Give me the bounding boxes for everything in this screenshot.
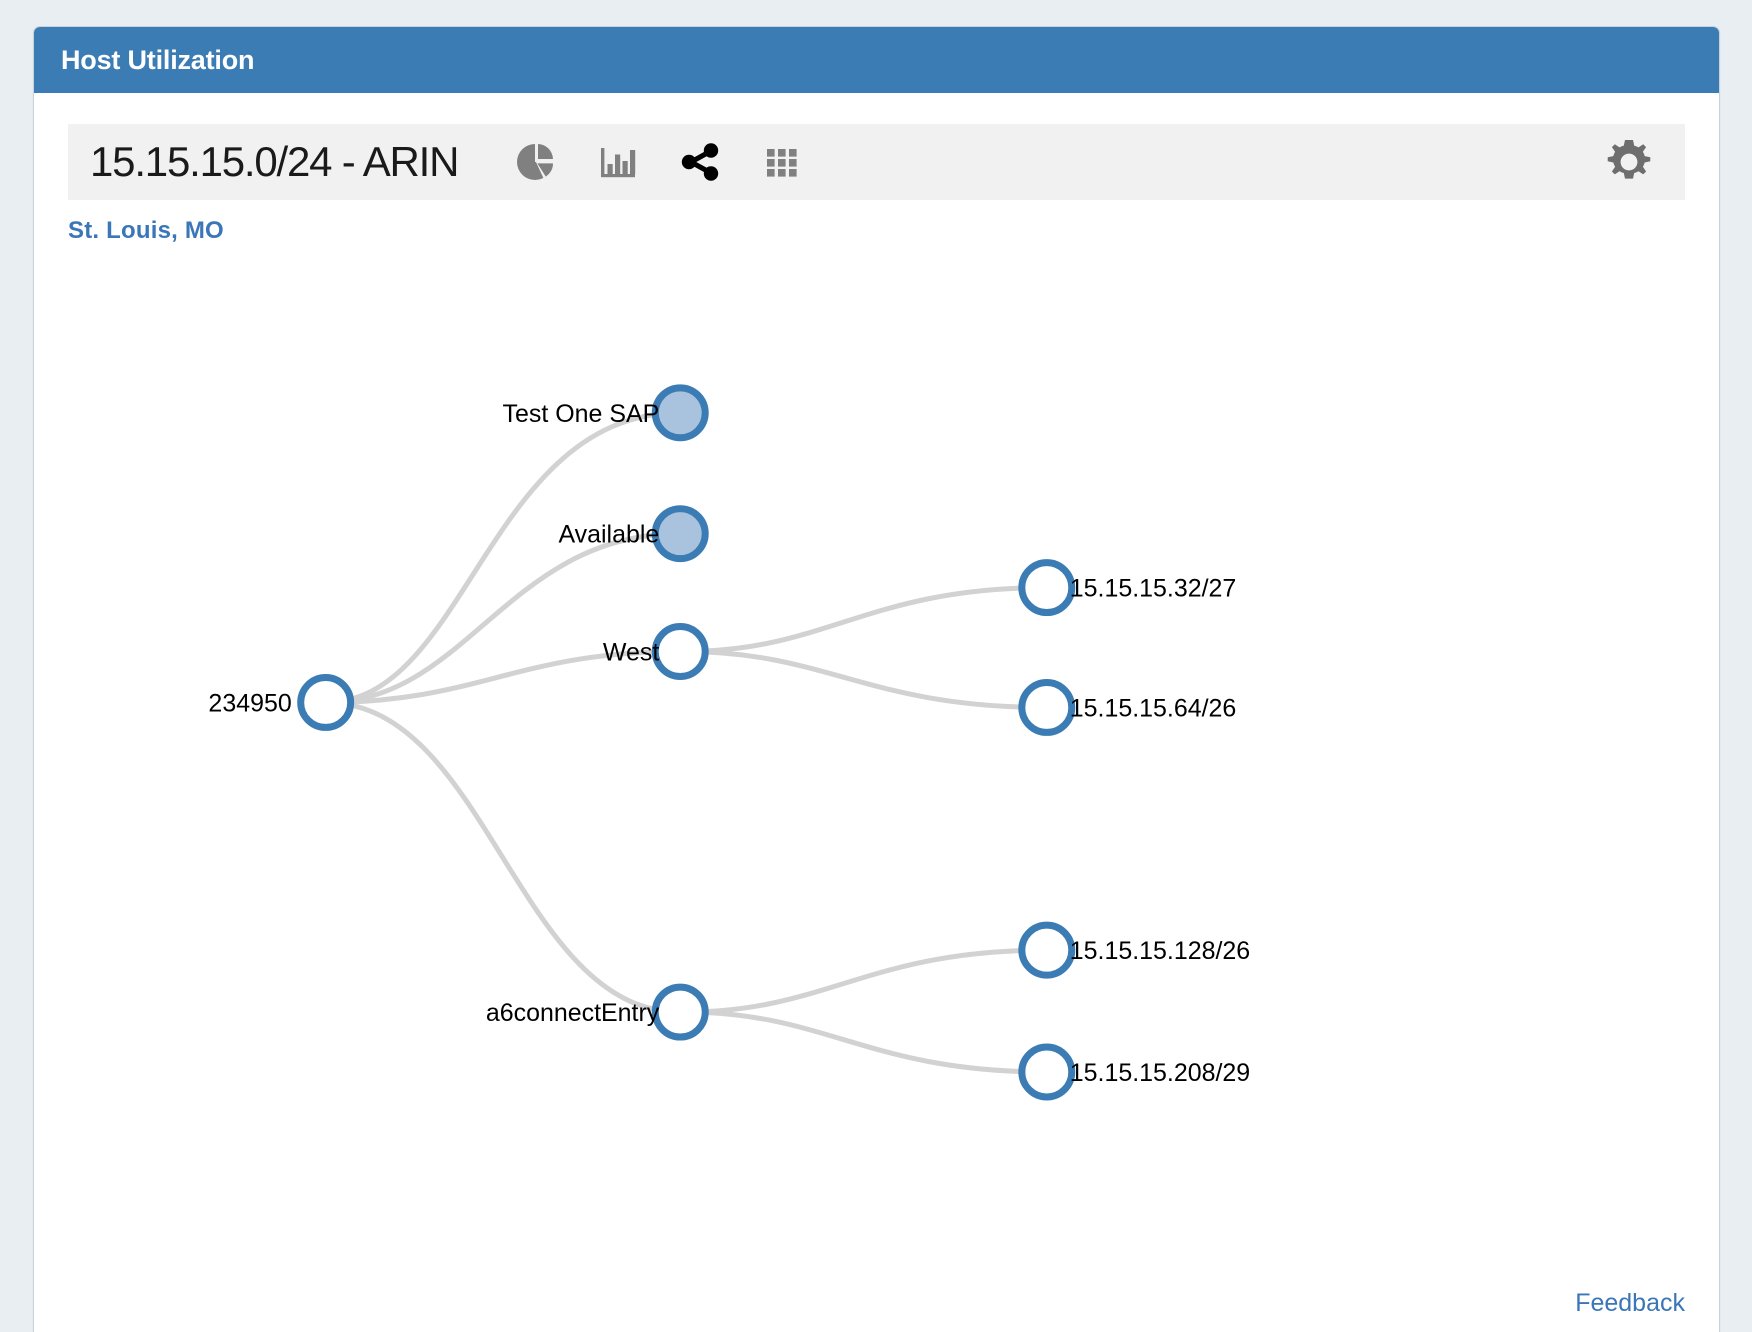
location-link[interactable]: St. Louis, MO xyxy=(68,217,224,244)
tree-links xyxy=(325,410,1047,1075)
tree-link xyxy=(684,1009,1047,1075)
tree-link xyxy=(325,410,681,705)
share-tree-icon[interactable] xyxy=(678,140,722,184)
feedback-link[interactable]: Feedback xyxy=(1575,1289,1685,1317)
tree-node-15-15-15-64-26[interactable]: 15.15.15.64/26 xyxy=(1018,678,1237,736)
tree-link xyxy=(684,649,1047,710)
tree-node-label: 15.15.15.64/26 xyxy=(1070,694,1237,722)
view-toolbar: 15.15.15.0/24 - ARIN xyxy=(68,124,1685,200)
tree-link xyxy=(684,947,1047,1015)
tree-node-a6connectentry[interactable]: a6connectEntry xyxy=(486,983,709,1041)
tree-node-15-15-15-128-26[interactable]: 15.15.15.128/26 xyxy=(1018,921,1250,979)
panel-header: Host Utilization xyxy=(34,27,1719,93)
tree-diagram: 234950 Test One SAP Available West xyxy=(208,384,1250,1101)
panel-body: 15.15.15.0/24 - ARIN xyxy=(34,93,1719,1332)
tree-node-label: 15.15.15.32/27 xyxy=(1070,575,1237,603)
tree-node-label: a6connectEntry xyxy=(486,999,660,1027)
tree-node-available[interactable]: Available xyxy=(558,505,709,563)
tree-node-label: 15.15.15.128/26 xyxy=(1070,937,1250,965)
pie-chart-icon[interactable] xyxy=(514,140,558,184)
tree-node-test-one-sap[interactable]: Test One SAP xyxy=(503,384,709,442)
tree-node-root[interactable]: 234950 xyxy=(208,673,355,731)
tree-node-label: Test One SAP xyxy=(503,400,660,428)
network-title: 15.15.15.0/24 - ARIN xyxy=(90,138,459,185)
tree-node-label: 15.15.15.208/29 xyxy=(1070,1059,1250,1087)
tree-node-west[interactable]: West xyxy=(603,623,709,680)
host-utilization-tree: 234950 Test One SAP Available West xyxy=(68,255,1685,1295)
tree-node-label: 234950 xyxy=(208,689,291,717)
tree-node-15-15-15-208-29[interactable]: 15.15.15.208/29 xyxy=(1018,1043,1250,1101)
page-title: Host Utilization xyxy=(61,44,255,75)
tree-link xyxy=(325,649,681,705)
gear-icon[interactable] xyxy=(1603,136,1655,188)
host-utilization-panel: Host Utilization 15.15.15.0/24 - ARIN xyxy=(33,26,1720,1332)
tree-node-15-15-15-32-27[interactable]: 15.15.15.32/27 xyxy=(1018,559,1237,617)
tree-link xyxy=(684,585,1047,655)
tree-nodes: 234950 Test One SAP Available West xyxy=(208,384,1250,1101)
bar-chart-icon[interactable] xyxy=(596,140,640,184)
tree-node-label: Available xyxy=(558,521,659,549)
view-switch-group xyxy=(514,140,804,184)
tree-link xyxy=(325,531,681,705)
tree-node-label: West xyxy=(603,638,659,666)
tree-link xyxy=(325,699,681,1015)
grid-icon[interactable] xyxy=(760,140,804,184)
